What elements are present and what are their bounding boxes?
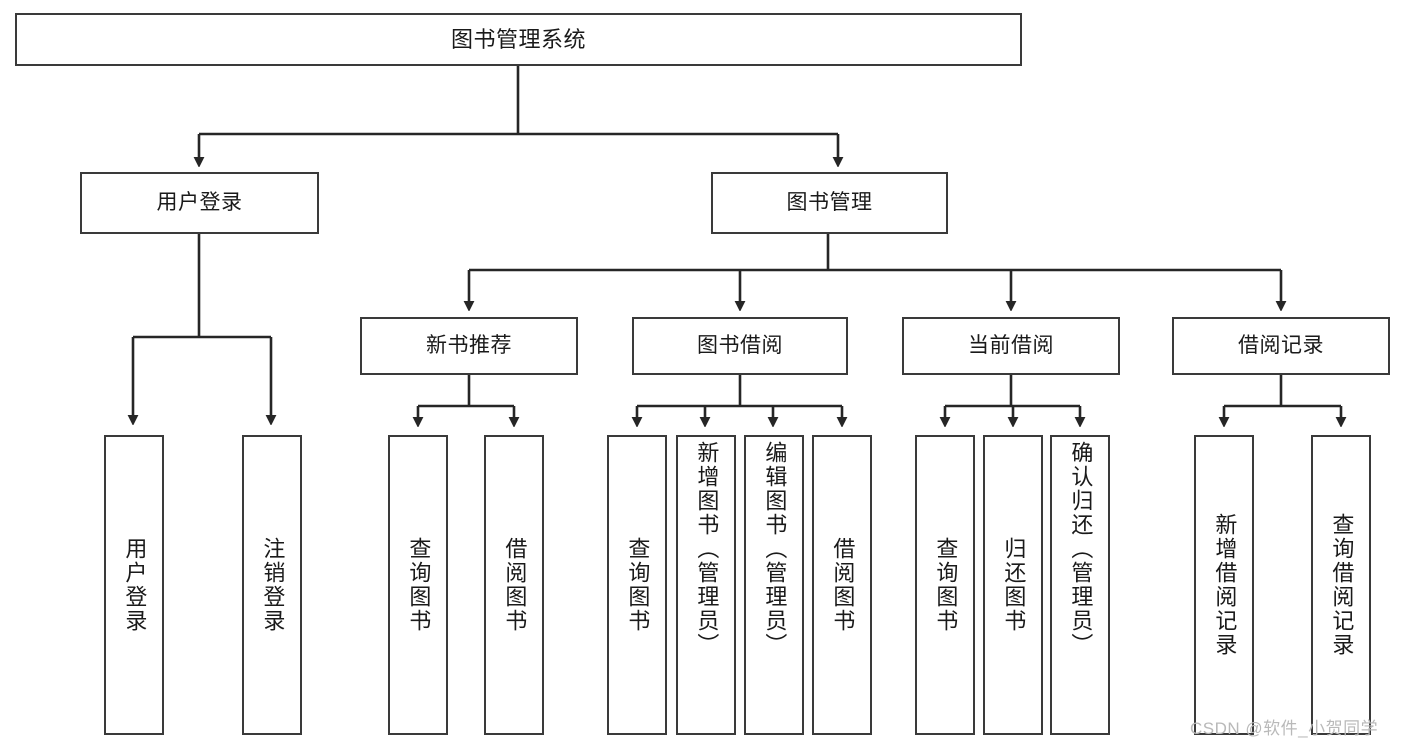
leaf-query-book-recommend[interactable]: 查询图书 <box>388 435 448 735</box>
node-current-borrow[interactable]: 当前借阅 <box>902 317 1120 375</box>
leaf-add-borrow-record[interactable]: 新增借阅记录 <box>1194 435 1254 735</box>
node-book-borrow[interactable]: 图书借阅 <box>632 317 848 375</box>
node-book-management[interactable]: 图书管理 <box>711 172 948 234</box>
node-label: 注销登录 <box>260 537 286 633</box>
leaf-confirm-return-admin[interactable]: 确认归还（管理员） <box>1050 435 1110 735</box>
leaf-edit-book-admin[interactable]: 编辑图书（管理员） <box>744 435 804 735</box>
node-user-login[interactable]: 用户登录 <box>80 172 319 234</box>
node-label: 图书借阅 <box>697 333 783 357</box>
leaf-borrow-book[interactable]: 借阅图书 <box>812 435 872 735</box>
node-label: 图书管理系统 <box>450 26 586 52</box>
node-label: 新增图书（管理员） <box>694 441 720 657</box>
node-label: 用户登录 <box>122 537 148 633</box>
leaf-logout[interactable]: 注销登录 <box>242 435 302 735</box>
node-label: 查询图书 <box>625 537 651 633</box>
leaf-borrow-book-recommend[interactable]: 借阅图书 <box>484 435 544 735</box>
leaf-user-login[interactable]: 用户登录 <box>104 435 164 735</box>
node-new-book-recommend[interactable]: 新书推荐 <box>360 317 578 375</box>
node-label: 图书管理 <box>786 190 873 214</box>
node-label: 新增借阅记录 <box>1212 513 1238 657</box>
csdn-watermark: CSDN @软件_小贺同学 <box>1190 719 1379 738</box>
node-label: 查询借阅记录 <box>1329 513 1355 657</box>
node-label: 借阅图书 <box>830 537 856 633</box>
leaf-add-book-admin[interactable]: 新增图书（管理员） <box>676 435 736 735</box>
node-label: 查询图书 <box>406 537 432 633</box>
node-label: 当前借阅 <box>968 333 1054 357</box>
node-borrow-record[interactable]: 借阅记录 <box>1172 317 1390 375</box>
node-label: 用户登录 <box>156 190 243 214</box>
node-label: 编辑图书（管理员） <box>762 441 788 657</box>
leaf-query-borrow-record[interactable]: 查询借阅记录 <box>1311 435 1371 735</box>
node-book-management-system[interactable]: 图书管理系统 <box>15 13 1022 66</box>
node-label: 借阅记录 <box>1238 333 1324 357</box>
leaf-query-book-current[interactable]: 查询图书 <box>915 435 975 735</box>
leaf-query-book-borrow[interactable]: 查询图书 <box>607 435 667 735</box>
node-label: 借阅图书 <box>502 537 528 633</box>
node-label: 新书推荐 <box>426 333 512 357</box>
node-label: 确认归还（管理员） <box>1068 441 1094 657</box>
leaf-return-book[interactable]: 归还图书 <box>983 435 1043 735</box>
node-label: 归还图书 <box>1001 537 1027 633</box>
node-label: 查询图书 <box>933 537 959 633</box>
